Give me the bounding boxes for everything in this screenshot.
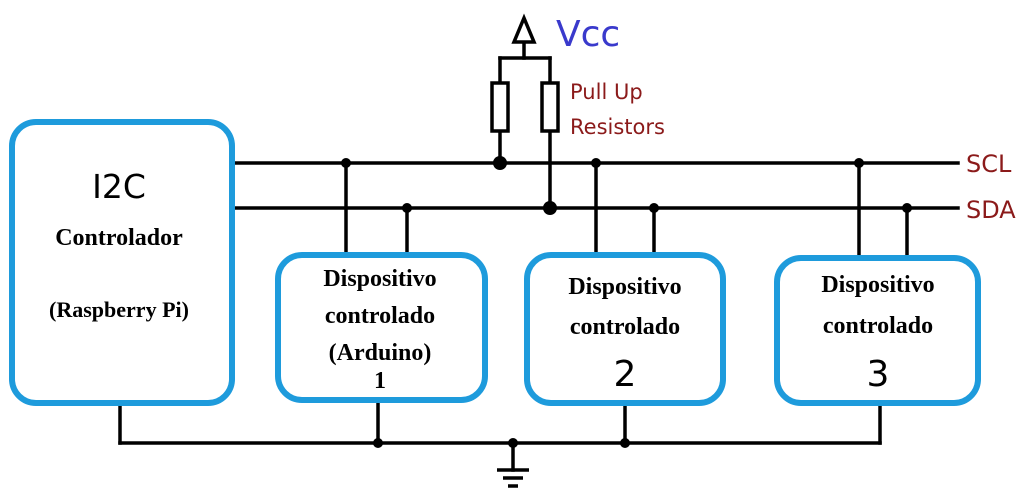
controller-box bbox=[9, 119, 235, 406]
junction-dot bbox=[620, 438, 630, 448]
device-3-box bbox=[774, 255, 981, 406]
junction-dot bbox=[902, 203, 912, 213]
junction-dot bbox=[373, 438, 383, 448]
device-1-number: 1 bbox=[374, 368, 386, 394]
device-3-number: 3 bbox=[867, 354, 890, 395]
resistor-label-line1: Pull Up bbox=[570, 80, 643, 104]
device-1-line2: controlado bbox=[325, 303, 435, 329]
device-1-line1: Dispositivo bbox=[323, 266, 436, 292]
device-2-box bbox=[524, 252, 726, 406]
device-1-line3: (Arduino) bbox=[329, 340, 432, 366]
device-3-line2: controlado bbox=[823, 313, 933, 339]
junction-dots bbox=[341, 156, 912, 448]
junction-dot bbox=[649, 203, 659, 213]
device-2-line1: Dispositivo bbox=[568, 274, 681, 300]
resistor-label-line2: Resistors bbox=[570, 115, 665, 139]
scl-label: SCL bbox=[966, 150, 1012, 178]
vcc-label: Vcc bbox=[556, 14, 620, 55]
controller-detail: (Raspberry Pi) bbox=[49, 297, 189, 322]
device-2-line2: controlado bbox=[570, 314, 680, 340]
pull-up-resistor-2 bbox=[540, 81, 560, 133]
junction-dot bbox=[508, 438, 518, 448]
junction-dot bbox=[341, 158, 351, 168]
pull-up-resistor-1 bbox=[490, 81, 510, 133]
ground-icon bbox=[497, 468, 529, 488]
junction-dot bbox=[591, 158, 601, 168]
device-2-number: 2 bbox=[614, 354, 637, 395]
device-1-box bbox=[275, 252, 488, 403]
junction-dot bbox=[854, 158, 864, 168]
junction-dot bbox=[402, 203, 412, 213]
wires bbox=[118, 42, 960, 472]
device-3-line1: Dispositivo bbox=[821, 272, 934, 298]
junction-dot bbox=[543, 201, 557, 215]
sda-label: SDA bbox=[966, 196, 1016, 224]
vcc-arrow-icon bbox=[511, 13, 537, 44]
controller-title: I2C bbox=[92, 167, 146, 206]
controller-name: Controlador bbox=[55, 225, 183, 251]
junction-dot bbox=[493, 156, 507, 170]
